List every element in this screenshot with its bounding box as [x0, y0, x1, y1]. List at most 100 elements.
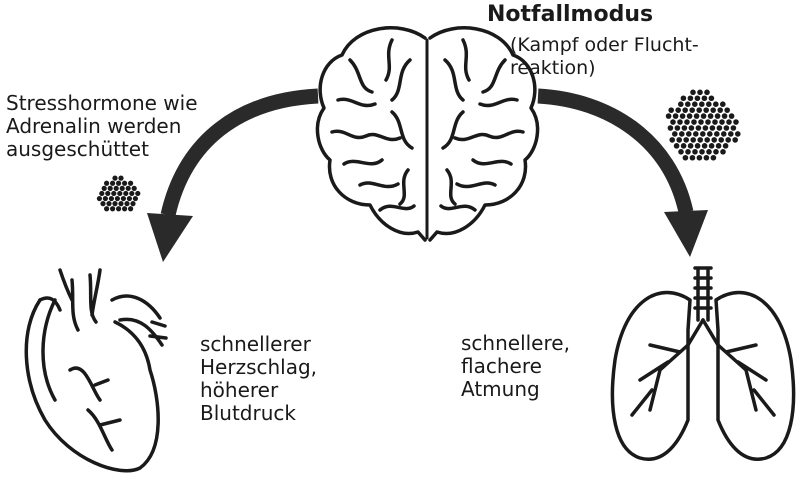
hormone-dot	[672, 113, 679, 119]
hormone-dot	[100, 201, 106, 207]
hormone-dot	[128, 180, 134, 186]
hormone-dot	[720, 101, 726, 107]
hormone-dot	[668, 107, 674, 113]
hormone-dot	[116, 206, 122, 212]
hormone-dot	[710, 154, 717, 161]
hormone-dot	[702, 125, 709, 131]
hormone-dot	[699, 101, 705, 107]
hormone-dot	[690, 137, 696, 143]
hormone-dot	[675, 107, 681, 113]
hormone-dot	[682, 154, 689, 161]
hormone-dot	[111, 190, 117, 197]
hormone-dot	[680, 95, 687, 102]
hormone-dot	[715, 143, 722, 149]
hormone-dot	[693, 131, 699, 137]
hormone-dot	[703, 154, 710, 161]
hormone-dot	[685, 101, 691, 107]
hormone-dot	[101, 185, 107, 191]
hormone-dot	[685, 149, 691, 155]
heart-label: schnellerer Herzschlag, höherer Blutdruc…	[200, 332, 318, 425]
hormone-dot	[128, 206, 134, 212]
hormone-dot	[107, 185, 113, 191]
hormone-dot	[102, 195, 108, 202]
hormone-dot	[667, 125, 674, 131]
hormone-dot	[116, 180, 122, 186]
hormone-dot	[104, 180, 110, 186]
hormone-dot	[113, 185, 119, 191]
hormone-dot	[684, 119, 690, 125]
hormone-dot	[718, 137, 724, 143]
hormone-dot	[695, 125, 702, 131]
hormone-dot	[726, 119, 732, 125]
arrow-brain-to-lungs	[537, 88, 708, 257]
hormone-dot	[722, 143, 729, 149]
hormone-dot	[689, 107, 695, 113]
hormone-dot	[714, 113, 721, 119]
hormone-dot	[132, 195, 138, 202]
hormone-dot	[728, 113, 735, 119]
hormone-dot	[732, 137, 738, 143]
hormone-dots-icon	[665, 89, 741, 161]
hormone-dot	[125, 185, 131, 191]
hormone-dot	[131, 185, 137, 191]
hormone-dot	[735, 131, 741, 137]
hormone-dot	[680, 143, 687, 149]
hormone-dot	[707, 113, 714, 119]
hormone-dot	[694, 143, 701, 149]
hormone-dot	[711, 137, 717, 143]
hormone-dot	[681, 125, 688, 131]
hormone-dot	[713, 149, 719, 155]
hormone-dot	[112, 175, 118, 181]
hormone-dot	[704, 137, 710, 143]
hormone-dot	[698, 119, 704, 125]
hormone-dot	[706, 149, 712, 155]
hormone-dot	[719, 119, 725, 125]
lungs-icon	[610, 266, 796, 461]
hormone-dot	[678, 149, 684, 155]
hormone-dot	[691, 119, 697, 125]
hormone-dot	[110, 180, 116, 186]
diagram-title: Notfallmodus	[487, 2, 654, 27]
hormone-dot	[130, 201, 136, 207]
hormone-dot	[672, 131, 678, 137]
hormone-dot	[688, 125, 695, 131]
hormone-dot	[108, 195, 114, 202]
hormone-dot	[114, 195, 120, 202]
hormone-dot	[708, 143, 715, 149]
hormone-dot	[690, 89, 696, 96]
hormone-dot	[682, 107, 688, 113]
hormones-label: Stresshormone wie Adrenalin werden ausge…	[6, 91, 198, 161]
hormone-dot	[683, 137, 689, 143]
hormone-dot	[712, 119, 718, 125]
hormone-dot	[720, 149, 726, 155]
hormone-dot	[725, 137, 731, 143]
hormone-dot	[669, 137, 675, 143]
hormone-dot	[705, 119, 711, 125]
hormone-dot	[676, 137, 682, 143]
hormone-dot	[707, 131, 713, 137]
hormone-dot	[700, 131, 706, 137]
hormone-dot	[670, 119, 676, 125]
hormone-dot	[665, 113, 672, 119]
hormone-dot	[124, 201, 130, 207]
hormone-dot	[699, 149, 705, 155]
hormone-dot	[696, 107, 702, 113]
hormone-dot	[701, 95, 708, 102]
hormone-dot	[687, 143, 694, 149]
lungs-label: schnellere, flachere Atmung	[461, 331, 570, 401]
hormone-dot	[710, 107, 716, 113]
hormone-dot	[689, 154, 696, 161]
hormone-dot	[721, 113, 728, 119]
hormone-dot	[704, 89, 710, 96]
hormone-dot	[714, 131, 720, 137]
hormone-dot	[692, 101, 698, 107]
hormone-dot	[716, 125, 723, 131]
hormone-dot	[119, 185, 125, 191]
hormone-dot	[129, 190, 135, 197]
hormone-dot	[679, 113, 686, 119]
hormone-dot	[697, 137, 703, 143]
brain-icon	[315, 26, 540, 242]
hormone-dot	[717, 107, 723, 113]
hormone-dot	[733, 119, 739, 125]
